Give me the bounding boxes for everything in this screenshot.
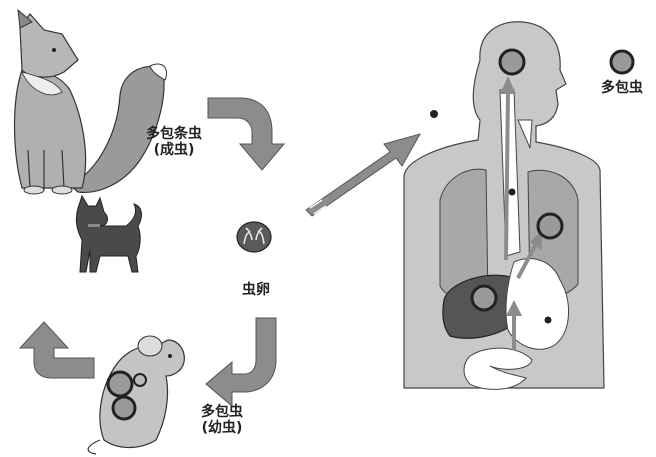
- egg-dot: [430, 110, 438, 118]
- arrow-egg-to-mouse: [206, 318, 276, 406]
- legend-cyst-label: 多包虫: [592, 80, 652, 96]
- fox-icon: [15, 10, 167, 194]
- human-body-icon: [404, 22, 604, 390]
- egg-label: 虫卵: [232, 282, 280, 298]
- arrow-mouse-to-fox: [20, 322, 94, 378]
- mouse-icon: [88, 336, 184, 454]
- legend-cyst-icon: [611, 51, 633, 73]
- egg-icon: [237, 222, 271, 252]
- dog-icon: [76, 196, 141, 272]
- arrow-egg-to-human: [306, 134, 420, 216]
- adult-label: 多包条虫 (成虫): [126, 126, 222, 158]
- larva-label: 多包虫 (幼虫): [182, 404, 262, 436]
